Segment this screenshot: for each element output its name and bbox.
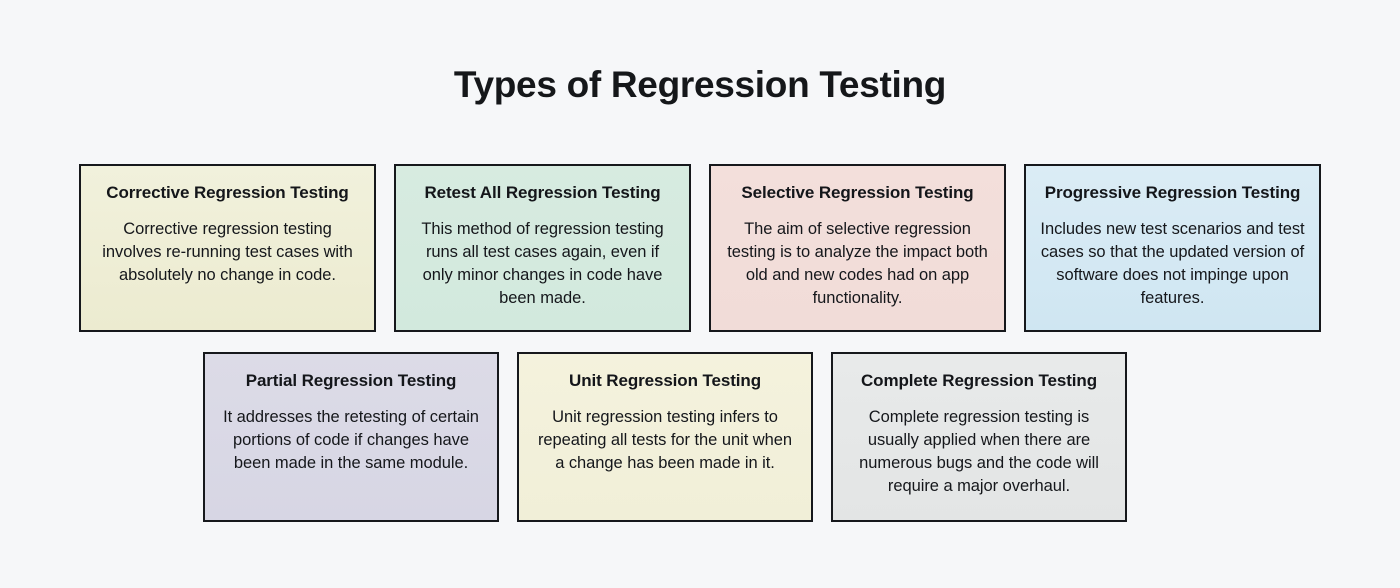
card-selective-regression-testing[interactable]: Selective Regression Testing The aim of … (709, 164, 1006, 332)
card-body: Unit regression testing infers to repeat… (537, 408, 793, 472)
card-progressive-regression-testing[interactable]: Progressive Regression Testing Includes … (1024, 164, 1321, 332)
card-body: Includes new test scenarios and test cas… (1040, 220, 1305, 307)
card-title: Progressive Regression Testing (1044, 183, 1301, 202)
card-title: Corrective Regression Testing (106, 183, 349, 202)
card-partial-regression-testing[interactable]: Partial Regression Testing It addresses … (203, 352, 499, 522)
card-row-2: Partial Regression Testing It addresses … (203, 352, 1127, 522)
card-corrective-regression-testing[interactable]: Corrective Regression Testing Corrective… (79, 164, 376, 332)
card-title: Partial Regression Testing (245, 371, 457, 390)
card-title: Complete Regression Testing (861, 371, 1097, 390)
card-body: Corrective regression testing involves r… (102, 220, 353, 284)
card-complete-regression-testing[interactable]: Complete Regression Testing Complete reg… (831, 352, 1127, 522)
card-title: Unit Regression Testing (569, 371, 761, 390)
card-retest-all-regression-testing[interactable]: Retest All Regression Testing This metho… (394, 164, 691, 332)
card-body: Complete regression testing is usually a… (859, 408, 1099, 495)
card-body: This method of regression testing runs a… (421, 220, 664, 307)
card-title: Selective Regression Testing (741, 183, 974, 202)
card-unit-regression-testing[interactable]: Unit Regression Testing Unit regression … (517, 352, 813, 522)
card-row-1: Corrective Regression Testing Corrective… (79, 164, 1321, 332)
card-body: The aim of selective regression testing … (727, 220, 988, 307)
page-title: Types of Regression Testing (453, 64, 947, 105)
card-body: It addresses the retesting of certain po… (223, 408, 479, 472)
card-title: Retest All Regression Testing (424, 183, 661, 202)
